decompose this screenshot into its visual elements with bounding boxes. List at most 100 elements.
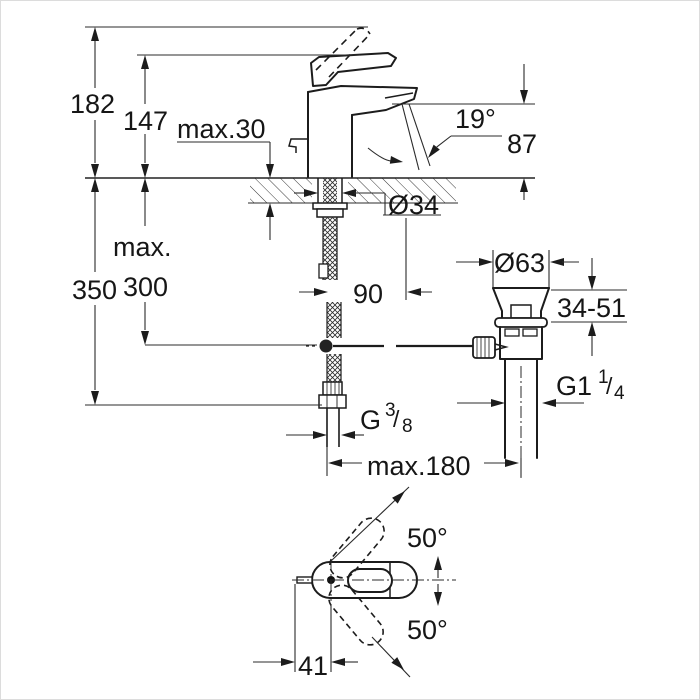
hose-in-shank: [323, 178, 337, 204]
under-deck-assembly: [306, 178, 473, 447]
dim-41-exts: [294, 584, 332, 672]
stream-angle-arc: [367, 147, 393, 162]
lever-swivel-down-dashed: [328, 584, 384, 646]
drain-slot-right: [522, 328, 538, 337]
dimension-labels: 182 147 max.30 19° 87 Ø34 max. 350 300 9…: [70, 89, 626, 681]
label-max180: max.180: [367, 451, 471, 481]
drain-seal-washer: [494, 317, 548, 328]
label-g114-num: 1: [598, 367, 609, 388]
arrow-icon: [281, 658, 295, 666]
label-max30: max.30: [177, 114, 266, 144]
drain-flange-sides: [492, 287, 550, 319]
deck-hatch-left: [250, 178, 312, 203]
label-19deg: 19°: [455, 104, 496, 134]
arrow-icon: [91, 178, 99, 192]
arrow-icon: [304, 189, 318, 197]
arrow-icon: [266, 164, 274, 178]
arrow-icon: [141, 164, 149, 178]
label-dia34: Ø34: [388, 190, 439, 220]
lever-raised-dashed: [315, 28, 358, 71]
arrow-icon: [141, 331, 149, 345]
label-350: 350: [72, 275, 117, 305]
arrow-icon: [342, 189, 356, 197]
arrow-icon: [520, 178, 528, 192]
arrow-icon: [550, 258, 564, 266]
hose-walls-lower: [326, 354, 342, 382]
dim-63-ext: [492, 250, 550, 287]
threaded-shank: [317, 178, 343, 203]
hex-facets: [326, 395, 338, 408]
drain-detail: [472, 287, 550, 478]
hose-walls-mid: [326, 302, 342, 338]
label-g38-slash: /: [393, 406, 400, 432]
hose-hex-nut: [318, 394, 347, 409]
angle-arc-arrow-down-icon: [434, 592, 442, 606]
label-41: 41: [298, 651, 328, 681]
stream-line-1: [401, 103, 420, 171]
label-50-lower: 50°: [407, 615, 448, 645]
arrow-icon: [91, 164, 99, 178]
angle-leader-lower: [371, 636, 411, 678]
popup-rod-hook: [288, 138, 308, 153]
stream-line-2: [408, 103, 431, 167]
dim-90-ext: [405, 218, 432, 300]
arrow-icon: [141, 178, 149, 192]
hose-clip: [318, 263, 329, 279]
mounting-washer: [312, 202, 348, 210]
label-34-51: 34-51: [557, 293, 626, 323]
dimension-lines: [85, 26, 627, 672]
dim-19-leader: [436, 135, 502, 148]
faucet-spout: [307, 85, 418, 116]
deck-hatch-right: [348, 178, 456, 203]
arrow-icon: [407, 288, 421, 296]
faucet-side-view: [288, 27, 431, 178]
dim-180-exts: [326, 447, 522, 477]
arrow-icon: [341, 431, 355, 439]
faucet-top-view: [292, 486, 456, 678]
angle-arrow-lower-icon: [391, 657, 404, 670]
faucet-lever: [310, 52, 397, 87]
arrow-icon: [91, 391, 99, 405]
label-87: 87: [507, 129, 537, 159]
label-90: 90: [353, 279, 383, 309]
label-g114-slash: /: [606, 373, 613, 399]
arrow-icon: [428, 144, 440, 158]
dim-3451-refs: [551, 289, 627, 323]
label-50-upper: 50°: [407, 523, 448, 553]
arrow-icon: [588, 276, 596, 290]
arrow-icon: [266, 203, 274, 217]
aerator-line: [384, 92, 414, 99]
knob-knurl-lines: [476, 337, 490, 358]
arrow-icon: [588, 322, 596, 336]
mounting-nut: [316, 208, 344, 218]
drain-tailpipe: [504, 359, 538, 459]
drain-plug-guide: [510, 304, 532, 319]
arrow-icon: [313, 431, 327, 439]
rod-ball-joint: [319, 339, 333, 353]
label-300: 300: [123, 272, 168, 302]
arrow-icon: [491, 399, 505, 407]
supply-hose-mid: [327, 302, 341, 338]
stream-arc-arrow-icon: [389, 156, 403, 164]
arrow-icon: [331, 658, 345, 666]
dim-34-leader: [354, 192, 441, 216]
knob-pointer: [494, 343, 509, 351]
label-g114-base: G1: [556, 371, 592, 401]
arrow-icon: [328, 459, 342, 467]
arrow-icon: [520, 90, 528, 104]
arrow-icon: [542, 399, 556, 407]
arrow-icon: [505, 459, 519, 467]
rod-coupling-knob: [472, 336, 496, 359]
supply-hose-lower: [327, 354, 341, 382]
dim-max30-leader: [177, 141, 271, 164]
label-max-prefix: max.: [113, 232, 172, 262]
arrow-icon: [141, 55, 149, 69]
lever-raised-tip: [356, 27, 371, 35]
arrow-icon: [91, 27, 99, 41]
label-147: 147: [123, 106, 168, 136]
arrow-icon: [479, 258, 493, 266]
label-g38-den: 8: [402, 416, 413, 437]
label-g114-den: 4: [614, 383, 625, 404]
angle-arc-arrow-up-icon: [434, 556, 442, 570]
